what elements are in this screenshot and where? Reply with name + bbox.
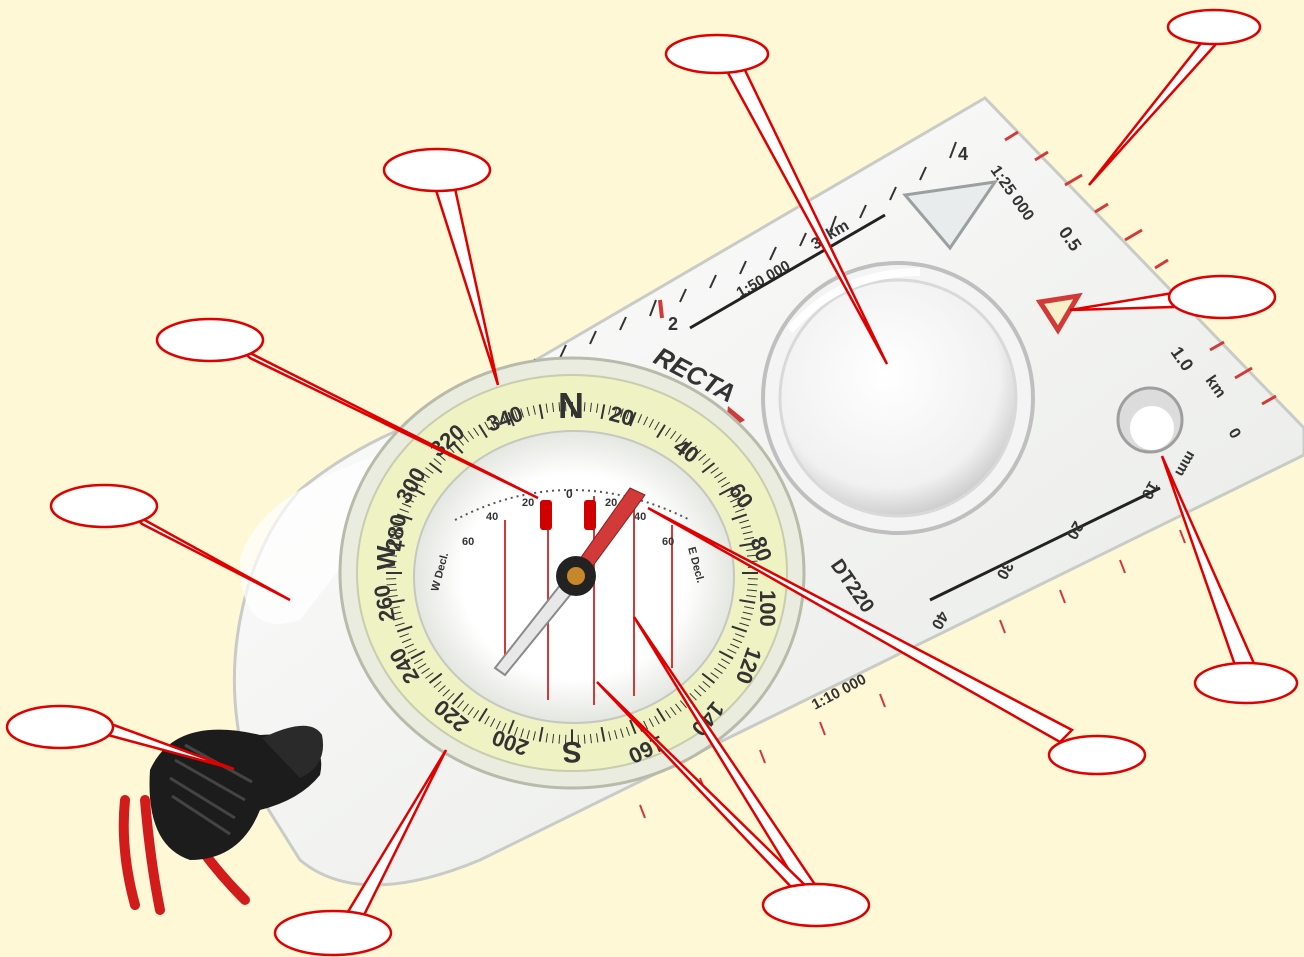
decl-0: 0 bbox=[566, 487, 573, 501]
red-mark-2 bbox=[660, 300, 662, 318]
decl-w60: 60 bbox=[462, 536, 474, 548]
callout-ruler-scale bbox=[1089, 10, 1260, 185]
orienting-mark-right bbox=[584, 500, 596, 530]
decl-w20: 20 bbox=[522, 497, 534, 509]
value-2: 2 bbox=[668, 314, 678, 334]
decl-e60: 60 bbox=[662, 536, 674, 548]
callout-bezel-ring bbox=[384, 149, 498, 385]
decl-w40: 40 bbox=[486, 511, 498, 523]
bezel-tick bbox=[584, 402, 585, 411]
orienting-mark-left bbox=[540, 500, 552, 530]
magnifying-lens bbox=[763, 263, 1033, 533]
value-4: 4 bbox=[958, 144, 968, 164]
bezel-tick bbox=[584, 735, 585, 744]
decl-e40: 40 bbox=[634, 511, 646, 523]
dial-S: S bbox=[562, 735, 582, 768]
dial-100: 100 bbox=[755, 590, 780, 627]
bezel-tick bbox=[748, 584, 758, 585]
decl-e20: 20 bbox=[605, 497, 617, 509]
dial-N: N bbox=[558, 385, 584, 426]
sighting-hole bbox=[1118, 388, 1182, 452]
bezel-tick bbox=[559, 735, 560, 744]
